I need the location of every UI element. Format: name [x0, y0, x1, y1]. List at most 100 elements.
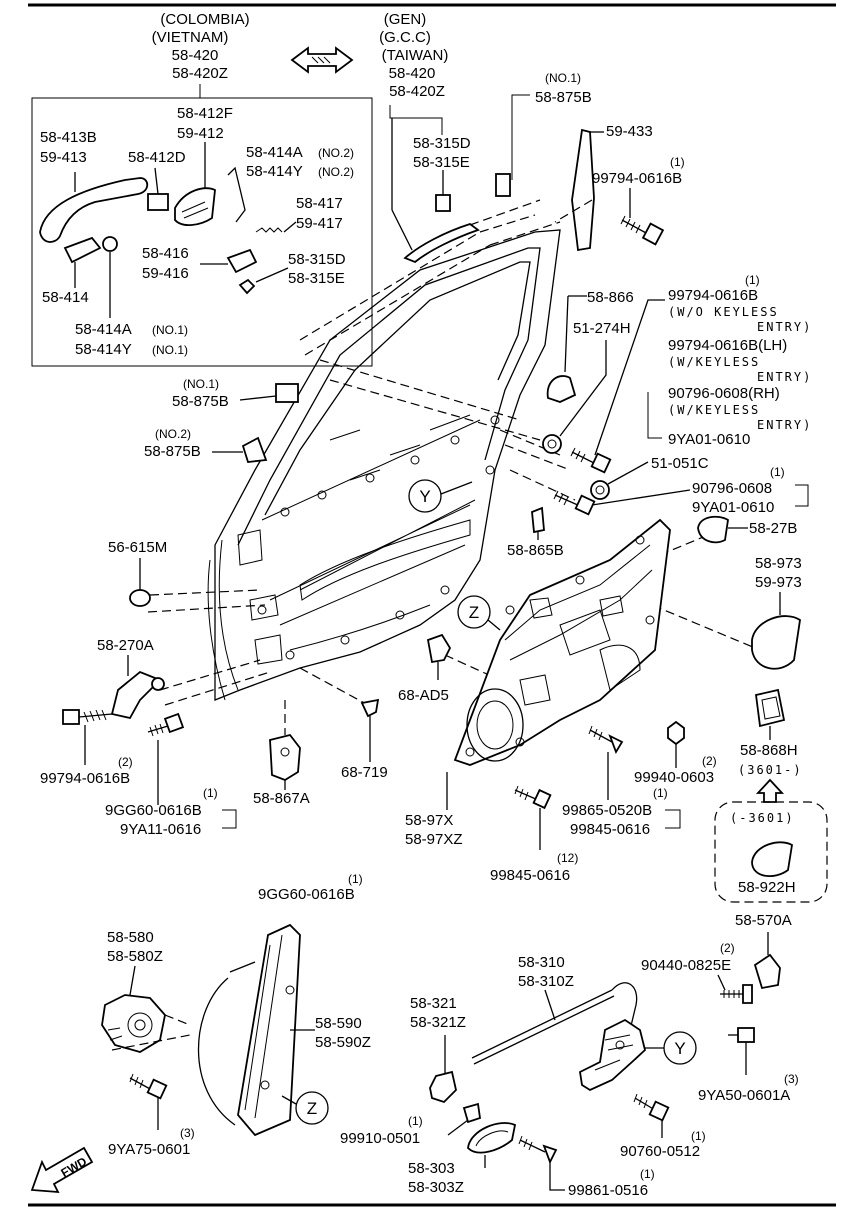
label-58-315D-a: 58-315D — [288, 251, 346, 268]
callout-z-lower-label: Z — [307, 1099, 317, 1118]
title-right-line-3: (TAIWAN) — [382, 47, 449, 64]
label-99794-0616B-lh: 99794-0616B(LH) — [668, 337, 787, 354]
label-qty3-a: (3) — [180, 1126, 195, 1140]
label-99794-0616B-b: 99794-0616B — [668, 287, 758, 304]
label-90440-0825E: 90440-0825E — [641, 957, 731, 974]
bezel-58-412F-part — [174, 142, 216, 226]
rod-58-321-part — [429, 1035, 457, 1104]
title-left-line-2: (VIETNAM) — [152, 29, 229, 46]
bracket-58-414-part — [63, 236, 102, 288]
title-left-line-3: 58-420 — [172, 47, 219, 64]
label-9YA01-0610-b: 9YA01-0610 — [692, 499, 774, 516]
title-right-line-2: (G.C.C) — [379, 29, 431, 46]
pin-58-865B-part — [531, 506, 545, 540]
label-59-433: 59-433 — [606, 123, 653, 140]
screw-99861-0516-part — [518, 1135, 565, 1191]
label-51-051C: 51-051C — [651, 455, 709, 472]
label-58-580Z: 58-580Z — [107, 948, 163, 965]
label-99845-0616-b: 99845-0616 — [490, 867, 570, 884]
callout-y-upper: Y — [408, 479, 473, 513]
title-left-line-4: 58-420Z — [172, 65, 228, 82]
label-qty1-d: (1) — [203, 786, 218, 800]
title-left: (COLOMBIA) (VIETNAM) 58-420 58-420Z — [152, 11, 250, 82]
label-58-97XZ: 58-97XZ — [405, 831, 463, 848]
hinge-58-867A-part — [269, 733, 301, 790]
label-59-412: 59-412 — [177, 125, 224, 142]
label-entry-c: ENTRY) — [757, 418, 812, 432]
label-58-310Z: 58-310Z — [518, 973, 574, 990]
bracket-58-570A-part — [753, 932, 781, 990]
colombia-vietnam-handle-box — [31, 97, 373, 367]
label-58-412D: 58-412D — [128, 149, 186, 166]
label-qty2-b: (2) — [702, 754, 717, 768]
label-58-414Y-no1: 58-414Y — [75, 341, 132, 358]
label-58-27B: 58-27B — [749, 520, 797, 537]
connector-68-AD5-part — [426, 633, 452, 680]
label-58-321: 58-321 — [410, 995, 457, 1012]
clip-58-414A-part — [102, 236, 118, 252]
label-9YA11-0616: 9YA11-0616 — [120, 821, 201, 838]
check-58-866-part — [546, 295, 587, 403]
label-58-867A: 58-867A — [253, 790, 310, 807]
label-99940-0603: 99940-0603 — [634, 769, 714, 786]
label-58-570A: 58-570A — [735, 912, 792, 929]
title-left-line-1: (COLOMBIA) — [160, 11, 249, 28]
label-58-414A-no2: 58-414A — [246, 144, 303, 161]
nut-99940-0603-part — [667, 720, 685, 768]
title-right: (GEN) (G.C.C) (TAIWAN) 58-420 58-420Z — [379, 11, 448, 100]
fwd-arrow-icon: FWD — [30, 1146, 94, 1194]
title-right-line-1: (GEN) — [384, 11, 427, 28]
label-90796-0608: 90796-0608 — [692, 480, 772, 497]
inner-panel-58-97X-part — [453, 518, 671, 766]
callout-z-upper-label: Z — [469, 603, 479, 622]
label-no1-b: (NO.1) — [152, 343, 188, 357]
label-90796-0608-rh: 90796-0608(RH) — [668, 385, 780, 402]
label-qty1-g: (1) — [691, 1129, 706, 1143]
callout-y-lower: Y — [645, 1031, 697, 1065]
label-58-315D-b: 58-315D — [413, 135, 471, 152]
sash-cover-59-433-part — [571, 128, 595, 252]
label-qty1-f: (1) — [348, 872, 363, 886]
nut-51-051C-part — [590, 461, 649, 500]
label-9GG60-0616B-a: 9GG60-0616B — [105, 802, 202, 819]
bolt-99794-0616B-c-part — [62, 709, 113, 765]
label-no1-d: (NO.1) — [183, 377, 219, 391]
label-59-973: 59-973 — [755, 574, 802, 591]
label-58-414Y-no2: 58-414Y — [246, 163, 303, 180]
bolt-9YA50-0601A-part — [728, 1027, 755, 1075]
label-58-590: 58-590 — [315, 1015, 362, 1032]
label-no2-a: (NO.2) — [318, 146, 354, 160]
clip-58-875B-no2-part — [241, 436, 268, 463]
label-58-922H: 58-922H — [738, 879, 796, 896]
label-58-303Z: 58-303Z — [408, 1179, 464, 1196]
label-58-412F: 58-412F — [177, 105, 233, 122]
label-no1-a: (NO.1) — [152, 323, 188, 337]
label-9YA75-0601: 9YA75-0601 — [108, 1141, 190, 1158]
label-90760-0512: 90760-0512 — [620, 1143, 700, 1160]
label-58-875B-no2: 58-875B — [144, 443, 201, 460]
label-9YA01-0610-a: 9YA01-0610 — [668, 431, 750, 448]
label-58-866: 58-866 — [587, 289, 634, 306]
bolt-90796-0608-part — [553, 489, 691, 516]
label-58-303: 58-303 — [408, 1160, 455, 1177]
clip-58-875B-no1-part — [275, 383, 299, 403]
label-59-413: 59-413 — [40, 149, 87, 166]
grommet-58-868H-part — [755, 688, 786, 740]
label-58-868H: 58-868H — [740, 742, 798, 759]
label-qty2-c: (2) — [720, 941, 735, 955]
title-right-line-4: 58-420 — [389, 65, 436, 82]
label-58-875B-top: 58-875B — [535, 89, 592, 106]
label-58-865B: 58-865B — [507, 542, 564, 559]
label-no2-c: (NO.2) — [155, 427, 191, 441]
label-qty1-c: (1) — [770, 465, 785, 479]
label-99861-0516: 99861-0516 — [568, 1182, 648, 1199]
label-99910-0501: 99910-0501 — [340, 1130, 420, 1147]
door-frame-part — [207, 229, 561, 701]
clip-58-875B-top-part — [495, 173, 511, 197]
pad-58-973-part — [751, 592, 801, 670]
clip-99910-0501-part — [447, 1102, 481, 1136]
label-58-315E-a: 58-315E — [288, 270, 345, 287]
label-58-590Z: 58-590Z — [315, 1034, 371, 1051]
label-qty3-b: (3) — [784, 1072, 799, 1086]
